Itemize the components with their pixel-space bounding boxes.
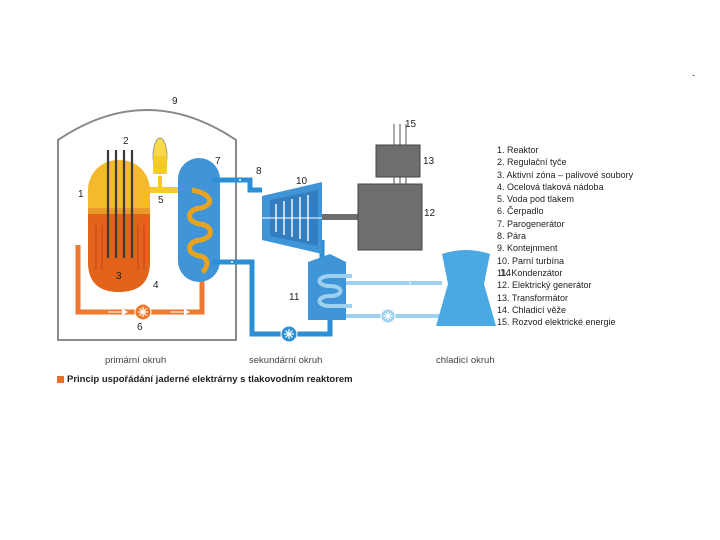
- label-14: 14: [500, 268, 512, 279]
- cooling-tower: [436, 250, 496, 326]
- reactor-core: [88, 212, 150, 292]
- condenser-coil: [317, 274, 352, 308]
- containment-building: [57, 109, 237, 341]
- label-7: 7: [215, 156, 221, 167]
- caption-text: Princip uspořádání jaderné elektrárny s …: [67, 374, 353, 385]
- legend-item: 13. Transformátor: [497, 292, 569, 303]
- legend-item: 11. Kondenzátor: [497, 267, 563, 278]
- label-3: 3: [116, 271, 122, 282]
- label-2: 2: [123, 136, 129, 147]
- transformer: [375, 144, 421, 178]
- legend-item: 8. Pára: [497, 231, 527, 242]
- label-1: 1: [78, 189, 84, 200]
- legend-item: 5. Voda pod tlakem: [497, 194, 575, 205]
- caption-marker: [57, 376, 64, 383]
- region-primary: primární okruh: [105, 355, 166, 366]
- label-5: 5: [158, 195, 164, 206]
- label-6: 6: [137, 322, 143, 333]
- pump-icon: [280, 325, 298, 343]
- legend-item: 6. Čerpadlo: [497, 206, 544, 217]
- feedwater-pipe: [212, 259, 333, 337]
- sg-tube-coil: [187, 187, 213, 275]
- electric-generator: [357, 183, 423, 251]
- cooling-loop-pipe: [346, 281, 442, 318]
- label-13: 13: [423, 156, 435, 167]
- pump-icon: [380, 308, 396, 324]
- legend-item: 1. Reaktor: [497, 145, 539, 155]
- legend-item: 12. Elektrický generátor: [497, 280, 592, 291]
- label-10: 10: [296, 176, 308, 187]
- legend-item: 4. Ocelová tlaková nádoba: [497, 181, 604, 192]
- label-8: 8: [256, 166, 262, 177]
- label-12: 12: [424, 208, 436, 219]
- steam-pipe: [212, 177, 262, 193]
- label-11: 11: [289, 292, 300, 303]
- legend-list: 1. Reaktor 2. Regulační tyče 3. Aktivní …: [497, 144, 633, 328]
- legend-item: 9. Kontejnment: [497, 243, 558, 254]
- region-secondary: sekundární okruh: [249, 355, 322, 366]
- label-4: 4: [153, 280, 159, 291]
- legend-item: 3. Aktivní zóna – palivové soubory: [497, 169, 634, 180]
- legend-item: 10. Parní turbína: [497, 255, 565, 266]
- legend-item: 7. Parogenerátor: [497, 218, 565, 229]
- legend-item: 14. Chladicí věže: [497, 304, 567, 315]
- label-15: 15: [405, 119, 417, 130]
- control-rods: [106, 150, 134, 258]
- figure-caption: Princip uspořádání jaderné elektrárny s …: [57, 374, 353, 385]
- region-cooling: chladicí okruh: [436, 355, 495, 366]
- corner-mark: -: [692, 70, 695, 80]
- label-9: 9: [172, 96, 178, 107]
- legend-item: 15. Rozvod elektrické energie: [497, 317, 616, 328]
- legend-item: 2. Regulační tyče: [497, 157, 567, 168]
- turbine-shaft: [322, 214, 358, 220]
- pump-icon: [134, 303, 152, 321]
